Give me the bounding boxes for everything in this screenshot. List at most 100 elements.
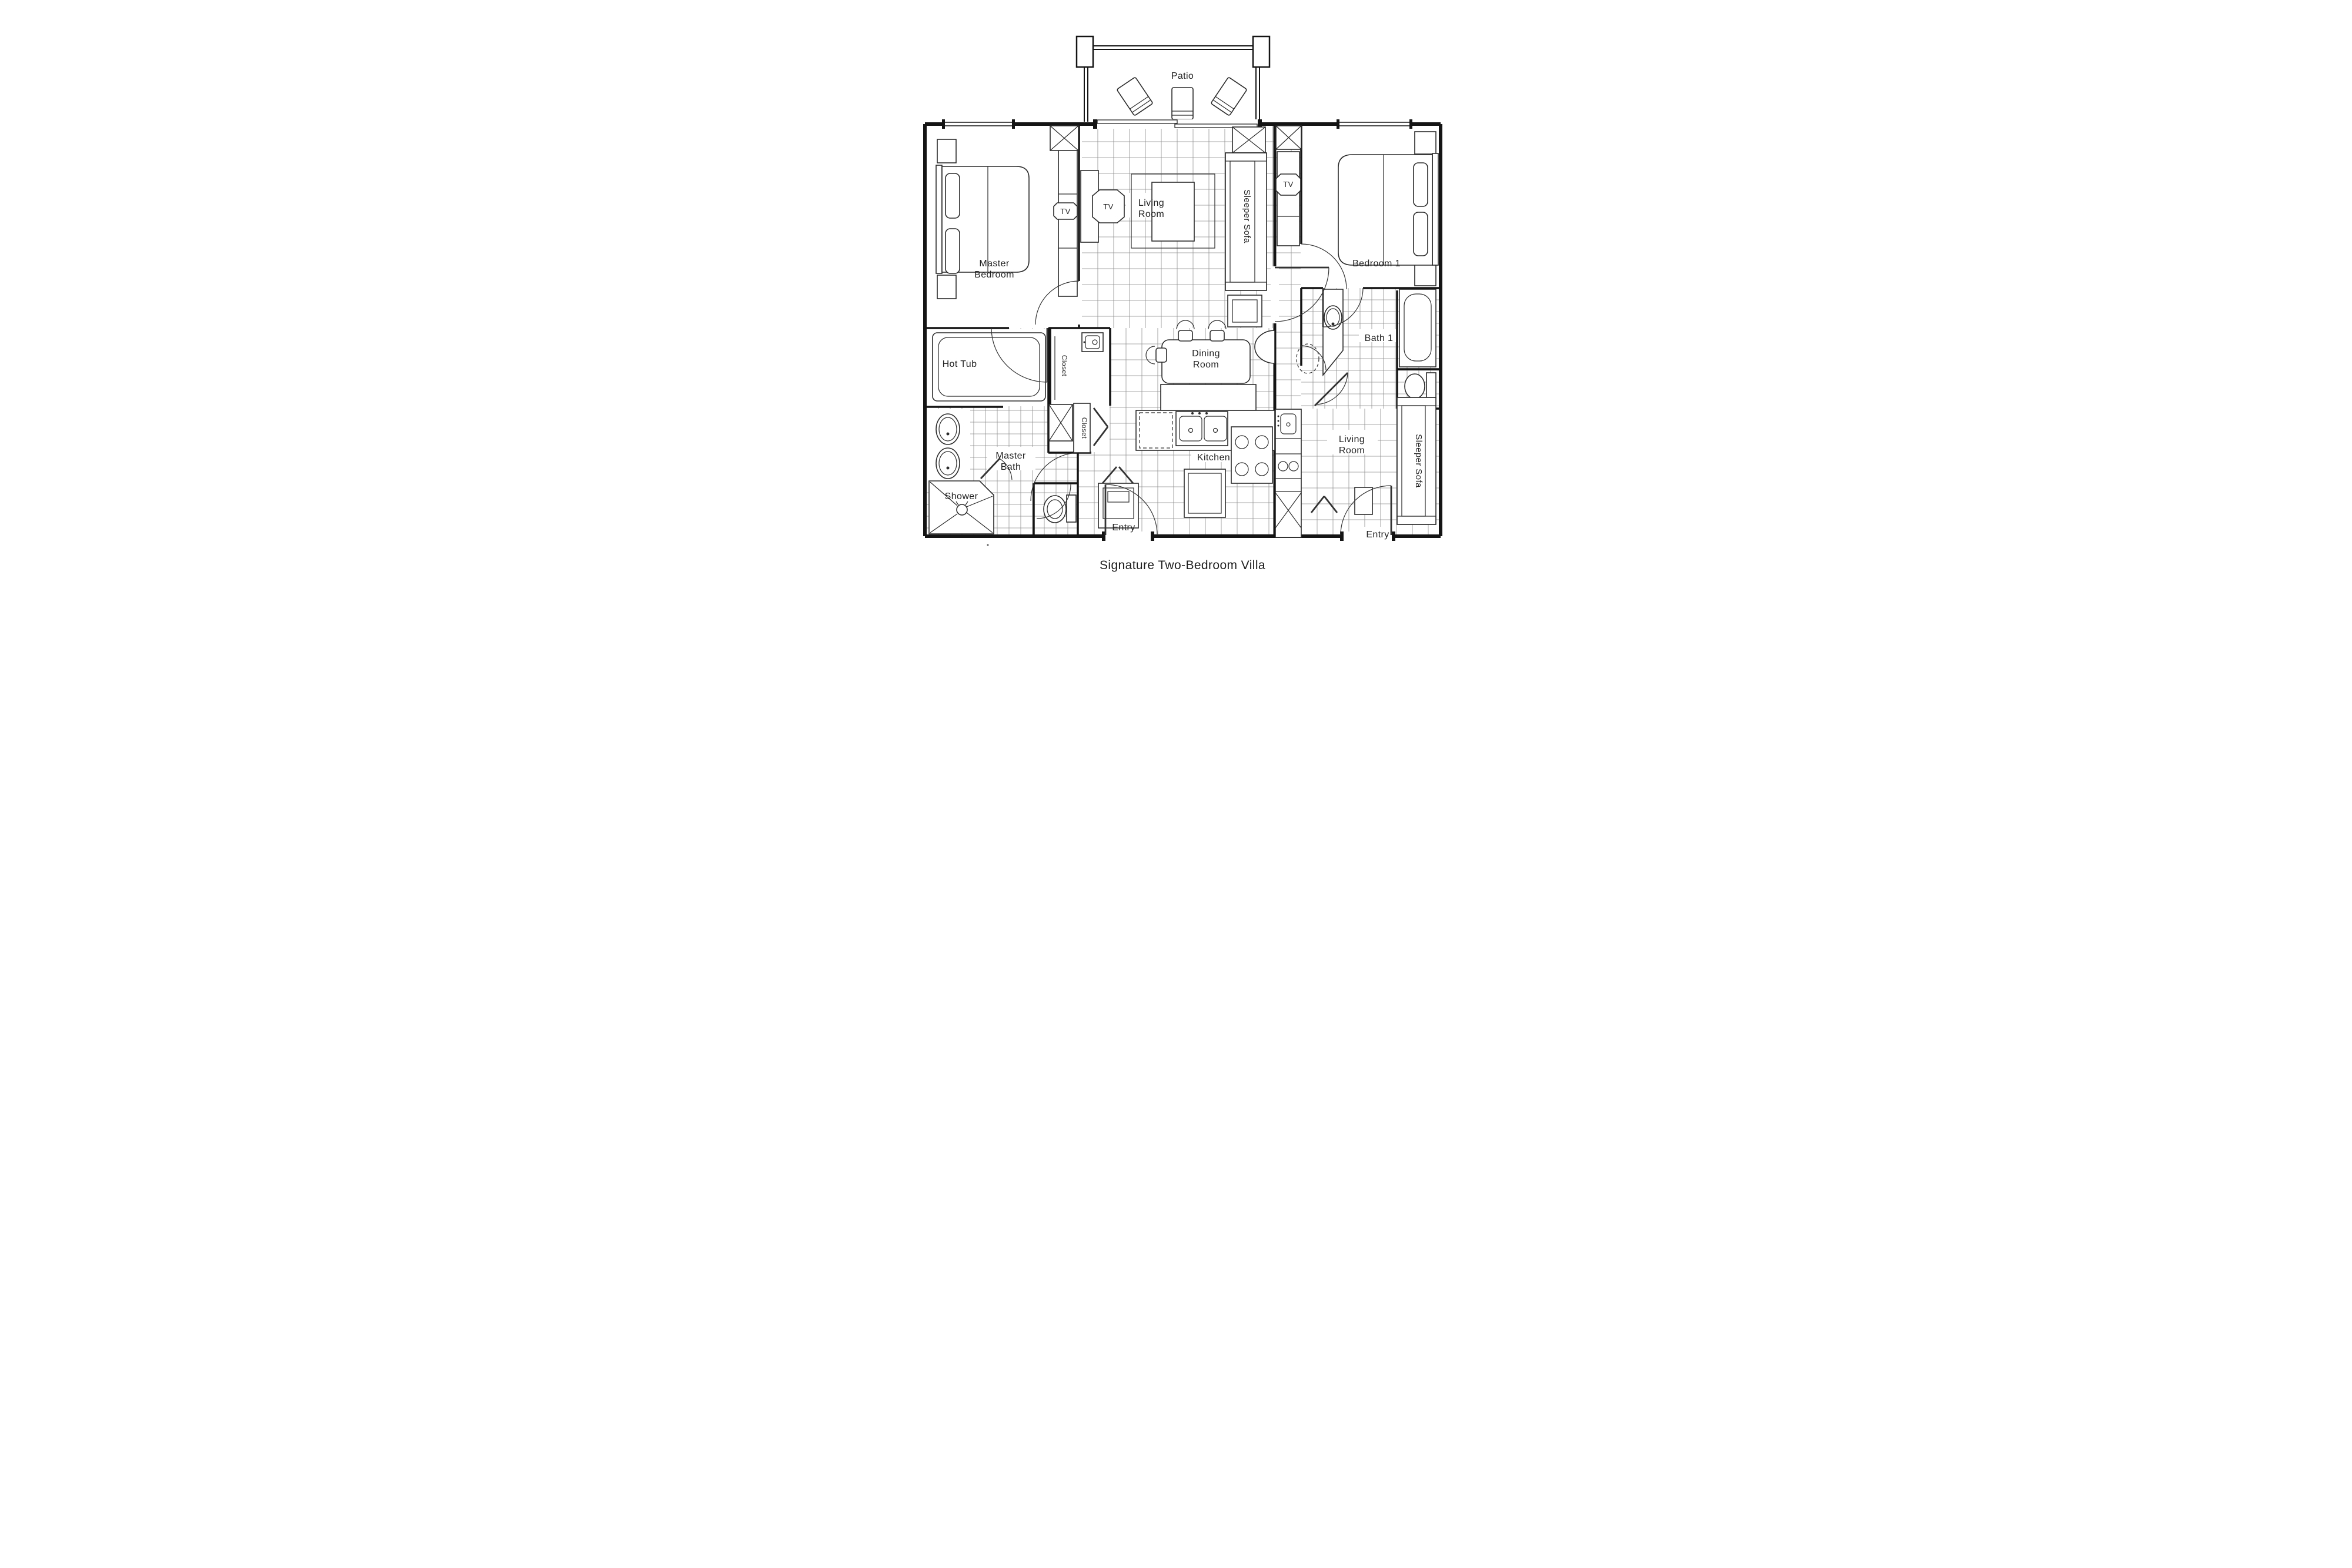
kitchen-label: Kitchen [1197, 453, 1230, 463]
master-bed [941, 166, 1030, 273]
shower-stall [928, 480, 994, 534]
sleeper-sofa [1396, 397, 1436, 525]
patio-chair [1211, 77, 1247, 116]
bath1-label: Bath 1 [1364, 333, 1393, 343]
door-jambs [941, 119, 1412, 541]
hall-door [1301, 345, 1327, 371]
utility-box [1049, 125, 1079, 151]
kitchenette [1274, 409, 1302, 538]
bifold-pantry-door [1101, 466, 1134, 484]
dining-chair [1175, 320, 1195, 342]
bath1-door [1322, 287, 1364, 327]
tv-cabinet [1276, 151, 1300, 246]
dining-chair [1145, 346, 1167, 365]
pillow [1412, 162, 1428, 207]
tv-icon [1091, 189, 1125, 223]
closet-lower-label: Closet [1080, 417, 1088, 439]
shower-label: Shower [944, 492, 978, 502]
double-sink [1175, 411, 1228, 446]
armchair [1227, 295, 1262, 327]
tv-icon [1275, 173, 1301, 196]
master-bedroom-door [1034, 280, 1079, 325]
vanity-sink [935, 413, 960, 445]
sliding-door-panel [1174, 123, 1258, 128]
pillow [944, 173, 960, 219]
shower-door [980, 458, 1000, 479]
tv-icon [1053, 202, 1078, 220]
bedroom1-door [1301, 243, 1347, 290]
living-room-left-furniture [1049, 125, 1267, 327]
lockoff-door [1274, 267, 1329, 322]
doors [990, 243, 1392, 536]
nightstand [1414, 131, 1436, 155]
stray-mark [987, 544, 988, 546]
microwave-cart [1097, 483, 1139, 529]
master-bedroom-furniture [935, 139, 1078, 299]
nightstand [1414, 263, 1436, 286]
wall-openings [941, 119, 1412, 541]
side-table [1354, 487, 1373, 515]
toilet [1404, 372, 1436, 399]
bath1-vanity [1322, 289, 1344, 377]
entry-left-door [1105, 484, 1158, 536]
closet-sink-fixture [1081, 332, 1104, 352]
bath1-angled-door [1314, 372, 1348, 406]
closet-upper-label: Closet [1060, 355, 1068, 377]
sliding-door-panel [1096, 119, 1178, 124]
coffee-table [1151, 182, 1195, 242]
master-bath-fixtures [928, 332, 1108, 534]
hot-tub-label: Hot Tub [942, 359, 977, 369]
master-bath-door [990, 327, 1047, 383]
dining-chair [1207, 320, 1227, 342]
vanity-sink [935, 447, 960, 479]
sideboard-counter [1160, 384, 1257, 411]
shower-drain [956, 504, 968, 516]
tv-living-room-label: TV [1103, 202, 1113, 211]
half-round-table [1254, 330, 1275, 364]
bedroom1-bed [1337, 154, 1433, 266]
toilet [1043, 494, 1077, 523]
kitchen-fixtures [1097, 410, 1275, 529]
plan-title: Signature Two-Bedroom Villa [1099, 559, 1265, 572]
rug [1130, 173, 1215, 249]
dining-room-furniture [1145, 320, 1319, 411]
nightstand [936, 275, 957, 299]
patio-structure [1075, 35, 1270, 122]
bathtub [1398, 289, 1436, 367]
refrigerator [1183, 469, 1226, 518]
tv-master-bedroom-label: TV [1060, 207, 1070, 216]
tv-bedroom1-label: TV [1283, 180, 1293, 189]
bedroom1-label: Bedroom 1 [1352, 259, 1401, 269]
closet-lower-strip [1073, 403, 1091, 453]
pillow [1412, 212, 1428, 256]
patio-chair [1117, 77, 1152, 116]
bifold-closet-door [1310, 496, 1338, 513]
dishwasher [1138, 412, 1173, 449]
patio-chair [1171, 87, 1194, 120]
sleeper-sofa-left-label: Sleeper Sofa [1242, 189, 1252, 243]
headboard [1431, 153, 1439, 266]
utility-box [1275, 125, 1302, 150]
entry-right-door [1339, 485, 1391, 536]
sleeper-sofa-right-label: Sleeper Sofa [1414, 434, 1424, 488]
pillow [944, 228, 960, 274]
headboard [935, 165, 943, 274]
bedroom1-furniture [1275, 125, 1439, 286]
stove [1230, 426, 1273, 484]
patio-label: Patio [1171, 71, 1193, 81]
closet-hall-door [1030, 452, 1079, 502]
tv-cabinet [1057, 145, 1078, 297]
swing-fixture [1295, 343, 1319, 374]
living-room-right-furniture [1274, 397, 1436, 538]
utility-box [1231, 126, 1266, 153]
utility-box-washer [1048, 404, 1073, 442]
entry-right-label: Entry [1366, 530, 1389, 540]
nightstand [936, 139, 957, 163]
